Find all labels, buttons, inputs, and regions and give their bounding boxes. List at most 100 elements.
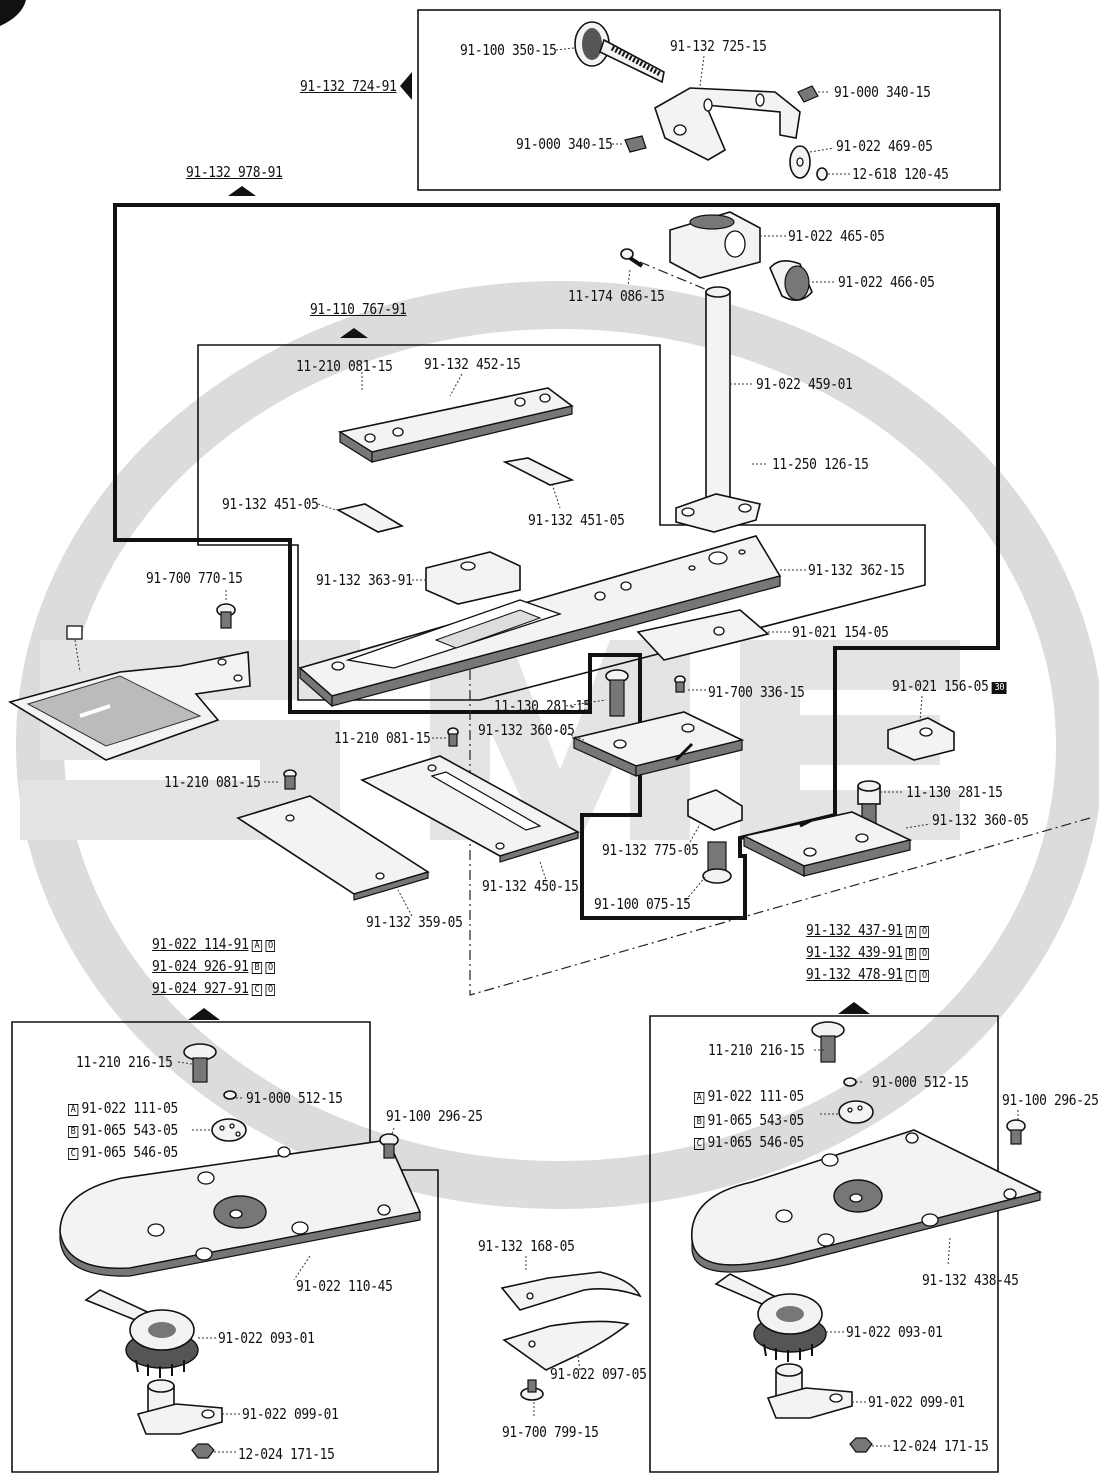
group-arrow-right <box>838 1002 870 1014</box>
group-right-number: 91-132 439-91 <box>806 943 903 961</box>
right-gear-drawing <box>714 1273 827 1362</box>
small-bolt-drawing <box>620 248 644 268</box>
foot-plate-drawing <box>7 625 251 761</box>
main-bar-drawing <box>298 535 782 708</box>
group-arrow-724 <box>400 72 412 100</box>
screw-075-drawing <box>702 841 732 884</box>
part-label: 91-132 362-15 <box>808 561 905 579</box>
part-label: 91-022 097-05 <box>550 1365 647 1383</box>
variant-tag: C <box>694 1138 704 1150</box>
part-label: 91-132 438-45 <box>922 1271 1019 1289</box>
group-arrow-978 <box>228 186 256 196</box>
left-crank-drawing <box>136 1379 223 1459</box>
watermark <box>16 281 1099 1209</box>
left-throat-plate-drawing <box>59 1139 422 1277</box>
group-arrow-left <box>188 1008 220 1020</box>
left-hardware-drawing <box>183 1043 399 1159</box>
part-label: 91-132 360-05 <box>478 721 575 739</box>
part-label: 91-022 465-05 <box>788 227 885 245</box>
group-frame-978 <box>113 203 1000 920</box>
part-label: 11-210 081-15 <box>164 773 261 791</box>
variant-tag: B <box>251 962 262 974</box>
clamp-block-drawing <box>669 211 761 279</box>
variant-tag: A <box>694 1092 704 1104</box>
screw-770-drawing <box>216 603 236 629</box>
part-label: 91-700 336-15 <box>708 683 805 701</box>
variant-tag: C <box>905 970 916 982</box>
block-156-drawing <box>887 717 955 761</box>
part-label: 11-250 126-15 <box>772 455 869 473</box>
small-plates-drawing <box>335 457 575 533</box>
part-number: 91-065 546-05 <box>81 1143 178 1161</box>
mark-tag: O <box>919 948 930 960</box>
part-number: 91-065 543-05 <box>707 1111 804 1129</box>
plate-359-drawing <box>236 795 430 901</box>
part-label: 91-132 363-91 <box>316 571 413 589</box>
part-label: 11-210 216-15 <box>76 1053 173 1071</box>
group-frame-left <box>11 1021 439 1473</box>
corner-mark <box>0 0 26 26</box>
pillar-drawing <box>675 286 761 533</box>
looper-168-drawing <box>500 1271 642 1311</box>
part-label: 91-132 451-05 <box>222 495 319 513</box>
part-label: 91-100 075-15 <box>594 895 691 913</box>
thumb-screw-drawing <box>574 21 665 84</box>
part-label: 91-000 340-15 <box>516 135 613 153</box>
part-label: 91-022 466-05 <box>838 273 935 291</box>
mark-tag: O <box>265 940 276 952</box>
part-label: 12-024 171-15 <box>238 1445 335 1463</box>
right-hardware-drawing <box>811 1021 1026 1145</box>
part-label: 91-700 770-15 <box>146 569 243 587</box>
mark-tag: O <box>265 984 276 996</box>
looper-097-drawing <box>502 1320 630 1371</box>
part-label: 91-022 459-01 <box>756 375 853 393</box>
washer-drawing <box>789 145 828 181</box>
variant-tag: A <box>68 1104 78 1116</box>
part-label: 91-022 099-01 <box>868 1393 965 1411</box>
part-label: 91-132 451-05 <box>528 511 625 529</box>
mark-tag: O <box>919 926 930 938</box>
mark-tag: O <box>265 962 276 974</box>
group-right-number: 91-132 437-91 <box>806 921 903 939</box>
knob-drawing <box>769 260 813 301</box>
part-label: 91-132 775-05 <box>602 841 699 859</box>
variant-tag: A <box>905 926 916 938</box>
part-number: 91-022 111-05 <box>81 1099 178 1117</box>
variant-tag: C <box>251 984 262 996</box>
screw-799-drawing <box>520 1379 544 1401</box>
group-label-767: 91-110 767-91 <box>310 300 407 318</box>
plate-154-drawing <box>636 609 770 661</box>
long-plate-drawing <box>337 387 574 464</box>
part-label: 91-132 725-15 <box>670 37 767 55</box>
screws-center-drawing <box>283 669 686 790</box>
mark-tag: O <box>919 970 930 982</box>
block-360-right-drawing <box>741 811 913 877</box>
group-left-number: 91-024 927-91 <box>152 979 249 997</box>
part-label: 11-210 081-15 <box>334 729 431 747</box>
page-ref-tag: 30 <box>991 682 1007 694</box>
part-number: 91-065 543-05 <box>81 1121 178 1139</box>
part-label: 91-132 360-05 <box>932 811 1029 829</box>
alignment-line-2 <box>639 261 713 293</box>
part-label: 91-132 452-15 <box>424 355 521 373</box>
bracket-drawing <box>654 87 801 161</box>
part-number: 91-065 546-05 <box>707 1133 804 1151</box>
part-label: 91-022 469-05 <box>836 137 933 155</box>
small-screw-drawing <box>624 85 819 153</box>
group-left-number: 91-024 926-91 <box>152 957 249 975</box>
variant-tag: B <box>905 948 916 960</box>
part-label: 11-130 281-15 <box>494 697 591 715</box>
part-label: 91-022 110-45 <box>296 1277 393 1295</box>
part-number: 91-022 111-05 <box>707 1087 804 1105</box>
part-label: 12-618 120-45 <box>852 165 949 183</box>
